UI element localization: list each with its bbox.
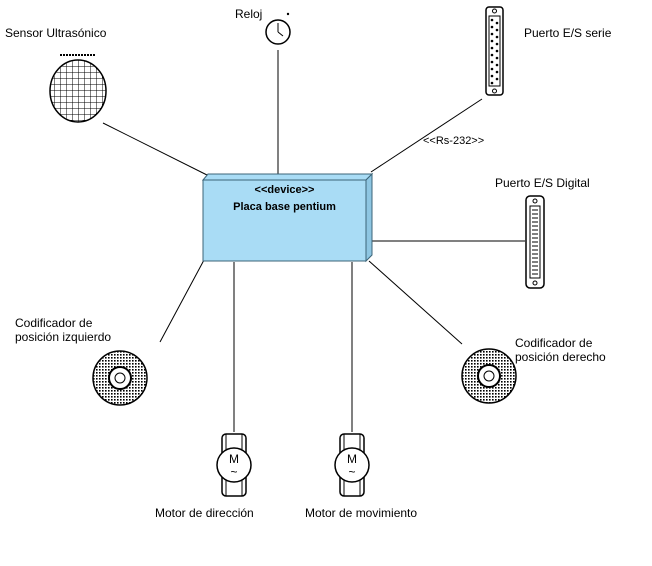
device-top-face xyxy=(201,173,374,181)
motor-direccion-icon: M ~ xyxy=(216,433,252,497)
label-codificador-izq-line1: Codificador de xyxy=(15,316,93,330)
serial-port-icon xyxy=(485,6,504,96)
label-puerto-digital: Puerto E/S Digital xyxy=(495,176,590,190)
device-front-face xyxy=(202,179,367,262)
label-rs232: <<Rs-232>> xyxy=(423,135,485,147)
label-sensor-ultrasonico: Sensor Ultrasónico xyxy=(5,26,107,40)
link-codificador-izq xyxy=(159,259,205,343)
right-encoder-icon xyxy=(461,348,517,404)
link-sensor xyxy=(102,122,210,177)
link-serie xyxy=(370,98,483,173)
motor-movimiento-symbol: M xyxy=(347,452,357,466)
label-codificador-der-line1: Codificador de xyxy=(515,336,593,350)
label-codificador-der-line2: posición derecho xyxy=(515,350,606,364)
link-codificador-der xyxy=(368,260,463,345)
device-side-face xyxy=(365,172,373,263)
label-motor-direccion: Motor de dirección xyxy=(155,506,254,520)
motor-direccion-wave: ~ xyxy=(230,465,237,479)
motor-direccion-symbol: M xyxy=(229,452,239,466)
device-stereotype: <<device>> xyxy=(254,184,315,196)
sensor-ultrasonico-icon xyxy=(49,54,107,123)
motor-movimiento-wave: ~ xyxy=(348,465,355,479)
label-puerto-serie: Puerto E/S serie xyxy=(524,26,612,40)
label-codificador-izq-line2: posición izquierdo xyxy=(15,330,112,344)
device-node[interactable] xyxy=(201,172,374,263)
connection-lines xyxy=(102,50,525,432)
label-reloj: Reloj xyxy=(235,7,263,21)
clock-icon xyxy=(265,12,291,45)
left-encoder-icon xyxy=(92,350,148,406)
motor-movimiento-icon: M ~ xyxy=(334,433,370,497)
label-motor-movimiento: Motor de movimiento xyxy=(305,506,418,520)
device-name: Placa base pentium xyxy=(233,201,336,213)
digital-port-icon xyxy=(525,195,545,289)
